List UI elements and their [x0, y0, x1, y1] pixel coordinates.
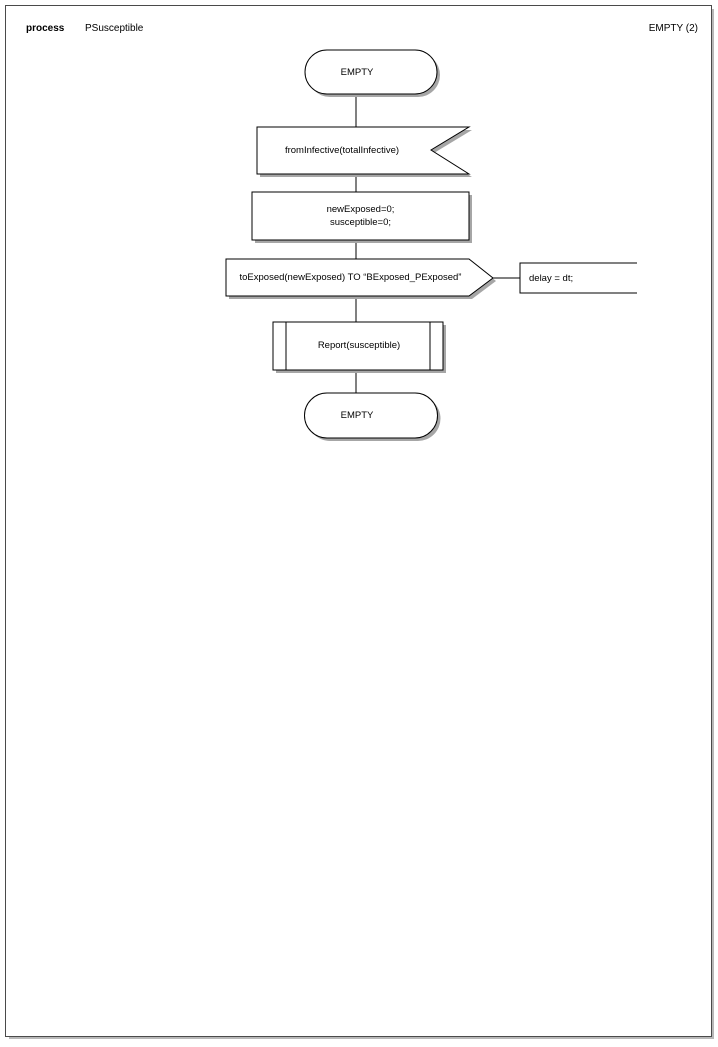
flowchart-canvas: EMPTY fromInfective(totalInfective) newE… [6, 6, 713, 1038]
start-terminator-shape[interactable] [304, 49, 438, 95]
flowchart-svg [225, 49, 640, 441]
page-sheet: process PSusceptible EMPTY (2) [5, 5, 712, 1037]
header-right-label: EMPTY (2) [648, 23, 698, 34]
diagram-header: process PSusceptible EMPTY (2) [6, 6, 713, 40]
end-terminator-shape[interactable] [304, 392, 438, 439]
report-shape[interactable] [272, 321, 444, 371]
header-process-name: PSusceptible [85, 23, 144, 34]
header-keyword: process [26, 23, 65, 34]
assign-shape[interactable] [251, 191, 470, 241]
receive-shape[interactable] [256, 126, 471, 175]
send-shape[interactable] [225, 258, 494, 297]
delay-annotation-shape[interactable] [519, 262, 637, 294]
